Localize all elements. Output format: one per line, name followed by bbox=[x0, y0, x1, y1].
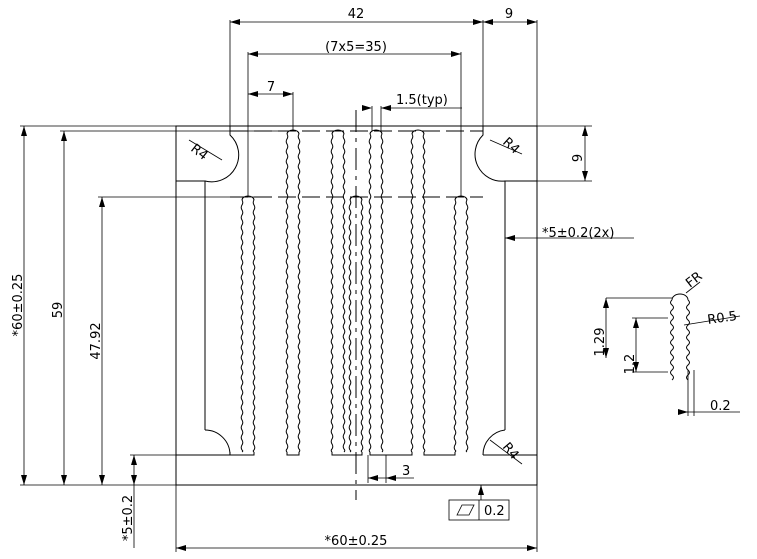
dim-label-9-top: 9 bbox=[505, 7, 513, 22]
fin-tip bbox=[331, 129, 345, 135]
fin-right-edge bbox=[252, 199, 256, 453]
dim-gap-3: 3 bbox=[367, 455, 414, 483]
detail-r0-5: R0.5 bbox=[706, 309, 738, 328]
dim-notch-9: 9 bbox=[505, 125, 592, 182]
detail-view: 1.29 1.2 FR R0.5 0.2 bbox=[593, 269, 741, 416]
radius-label-top-right: R4 bbox=[489, 135, 522, 158]
dim-base-5: *5±0.2 bbox=[121, 454, 232, 548]
dim-label-60-horiz: *60±0.25 bbox=[325, 534, 388, 549]
dim-top-9: 9 bbox=[483, 7, 538, 126]
fin-right-edge bbox=[380, 133, 384, 453]
dim-label-42: 42 bbox=[348, 7, 365, 22]
fin-right-edge bbox=[360, 199, 364, 453]
fin-right-edge bbox=[422, 133, 426, 453]
svg-text:R4: R4 bbox=[188, 141, 211, 163]
dim-label-59: 59 bbox=[51, 302, 66, 319]
dim-top-42: 42 bbox=[229, 7, 484, 126]
dim-pitch-total: (7x5=35) bbox=[247, 40, 462, 197]
fin-right-edge bbox=[465, 199, 469, 453]
fin-left-edge bbox=[348, 199, 352, 453]
dim-height-59: 59 bbox=[51, 130, 290, 485]
fin-left-edge bbox=[240, 199, 244, 453]
dim-label-9-right: 9 bbox=[571, 154, 586, 162]
dim-pitch-7: 7 bbox=[248, 80, 294, 131]
dim-slot: *5±0.2(2x) bbox=[505, 226, 634, 241]
fin-root bbox=[229, 452, 255, 456]
dim-label-5-base: *5±0.2 bbox=[121, 495, 136, 541]
dim-height-47-92: 47.92 bbox=[89, 196, 255, 485]
fin-right-edge bbox=[342, 133, 346, 453]
detail-fr: FR bbox=[683, 269, 705, 291]
fin-array bbox=[229, 129, 469, 456]
fin-right-edge bbox=[297, 133, 301, 453]
svg-text:R4: R4 bbox=[499, 440, 522, 463]
dim-height-60: *60±0.25 bbox=[11, 125, 176, 486]
fin-tip bbox=[411, 129, 425, 135]
fin-tip bbox=[369, 129, 383, 135]
fin-root bbox=[331, 452, 363, 456]
radius-label-top-left: R4 bbox=[188, 139, 223, 164]
fin-left-edge bbox=[453, 199, 457, 453]
flatness-callout: 0.2 bbox=[448, 485, 510, 521]
detail-pitch-1-29: 1.29 bbox=[593, 328, 608, 357]
dim-fin-thickness: 1.5(typ) bbox=[362, 93, 462, 131]
dim-label-47-92: 47.92 bbox=[89, 322, 104, 359]
dim-label-7: 7 bbox=[267, 80, 275, 95]
fin-left-edge bbox=[368, 133, 372, 453]
fin-left-edge bbox=[330, 133, 334, 453]
flatness-icon bbox=[456, 504, 475, 516]
fin-left-edge bbox=[410, 133, 414, 453]
fin-root bbox=[369, 452, 413, 456]
detail-pitch-1-2: 1.2 bbox=[623, 354, 638, 375]
dim-width-60: *60±0.25 bbox=[175, 485, 538, 552]
fin-root bbox=[286, 452, 300, 456]
radius-label-bottom-right: R4 bbox=[489, 439, 523, 465]
dim-label-60-vert: *60±0.25 bbox=[11, 274, 26, 337]
svg-text:R4: R4 bbox=[499, 135, 522, 158]
dim-label-3: 3 bbox=[402, 464, 410, 479]
fin-root bbox=[423, 452, 456, 456]
dim-label-pitch-total: (7x5=35) bbox=[325, 40, 387, 55]
flatness-value: 0.2 bbox=[484, 504, 505, 519]
dim-label-slot: *5±0.2(2x) bbox=[542, 226, 614, 241]
dim-label-1-5: 1.5(typ) bbox=[396, 93, 448, 108]
detail-depth: 0.2 bbox=[710, 399, 731, 414]
fin-left-edge bbox=[285, 133, 289, 453]
